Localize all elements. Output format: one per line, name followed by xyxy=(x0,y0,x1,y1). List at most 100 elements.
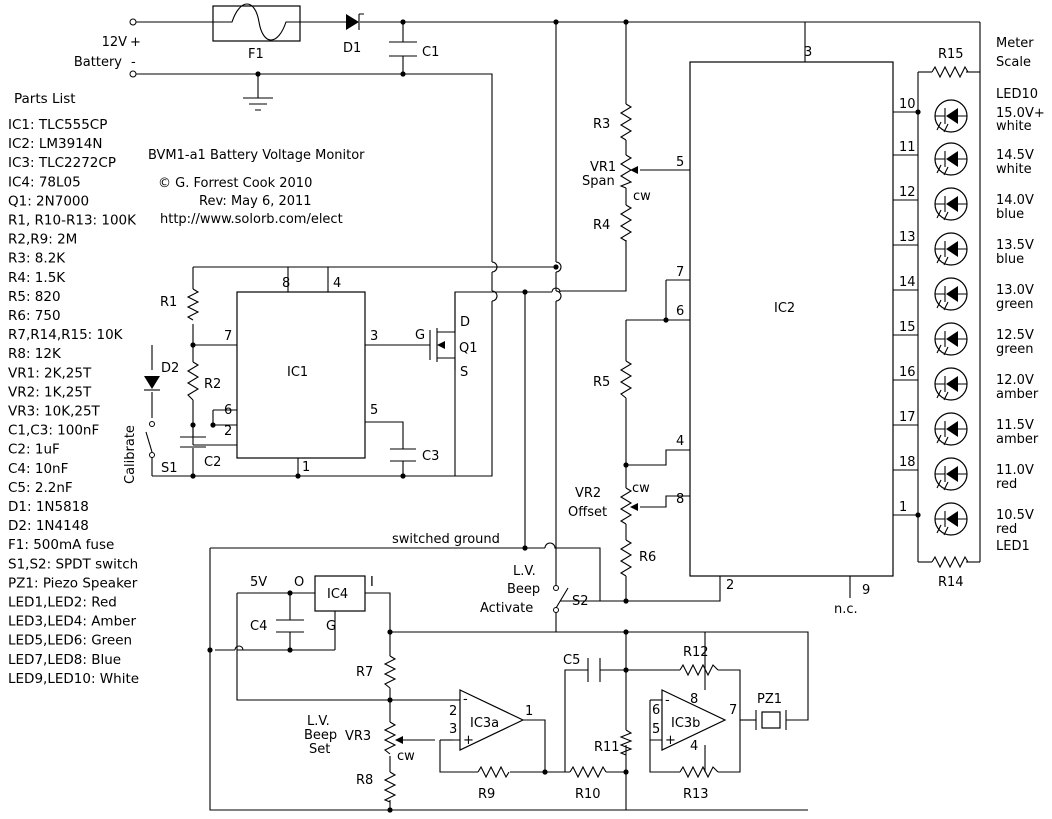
led-6 xyxy=(934,277,968,311)
meter-header: Meter xyxy=(996,36,1034,51)
ground-symbol xyxy=(243,97,273,111)
title-block: BVM1-a1 Battery Voltage Monitor © G. For… xyxy=(148,148,365,227)
label: cw xyxy=(397,749,415,764)
led-bottom-label: LED1 xyxy=(996,539,1030,554)
battery-voltage: 12V xyxy=(102,35,128,50)
label: IC3b xyxy=(671,716,700,731)
label: 5 xyxy=(652,722,660,737)
led-voltage: 14.5V xyxy=(996,148,1034,163)
switch-S2[interactable]: S2 L.V. Beep Activate xyxy=(480,564,589,616)
led-1 xyxy=(934,502,968,536)
label: R8 xyxy=(356,773,373,788)
label: G xyxy=(326,619,336,634)
label: R4 xyxy=(593,218,610,233)
label: 4 xyxy=(333,276,341,291)
label: R6 xyxy=(639,550,656,565)
label-switched-ground: switched ground xyxy=(392,532,500,547)
switch-S1[interactable]: S1 Calibrate xyxy=(123,421,178,485)
meter-header-2: Scale xyxy=(996,55,1031,70)
parts-list-item: LED3,LED4: Amber xyxy=(8,614,136,630)
parts-list-item: LED7,LED8: Blue xyxy=(8,652,121,668)
fuse-F1: F1 xyxy=(212,3,301,62)
ic2-pin-label: 17 xyxy=(899,410,916,425)
parts-list-item: R3: 8.2K xyxy=(8,251,66,267)
ic2-pin-label: 15 xyxy=(899,320,916,335)
label: S1 xyxy=(161,461,178,476)
label: IC4 xyxy=(327,587,348,602)
ic-IC2: IC2 3 5 7 6 4 8 2 9 n.c. 101112131415161… xyxy=(676,45,916,617)
label: http://www.solorb.com/elect xyxy=(160,212,343,227)
label: 5 xyxy=(676,155,684,170)
label: 3 xyxy=(449,722,457,737)
capacitor-C2 xyxy=(180,436,206,448)
trimpot-VR3[interactable]: VR3 cw L.V. Beep Set xyxy=(304,714,415,764)
battery-name: Battery xyxy=(74,55,122,70)
ic2-pin-label: 12 xyxy=(899,185,916,200)
led-2 xyxy=(934,457,968,491)
label-C3: C3 xyxy=(422,449,439,464)
resistor-R3: R3 xyxy=(593,103,633,141)
diode-D2: D2 xyxy=(144,361,179,391)
led-meter: Meter Scale LED10 LED1 15.0V+white14.5Vw… xyxy=(934,36,1045,554)
parts-list-item: PZ1: Piezo Speaker xyxy=(8,575,138,591)
trimpot-VR1[interactable]: VR1 Span cw xyxy=(582,154,651,204)
wires xyxy=(133,21,981,811)
led-color: red xyxy=(996,477,1017,492)
led-voltage: 13.5V xyxy=(996,238,1034,253)
parts-list-item: R6: 750 xyxy=(8,308,61,324)
capacitor-C3 xyxy=(390,448,416,462)
resistor-R9: R9 xyxy=(477,765,510,802)
opamp-IC3a: IC3a - + 2 3 1 xyxy=(449,689,533,751)
mosfet-Q1: G D Q1 S xyxy=(415,292,478,380)
parts-list-item: IC2: LM3914N xyxy=(8,136,102,152)
label-calibrate: Calibrate xyxy=(123,425,138,484)
wire-crossovers xyxy=(234,261,562,651)
label: 1 xyxy=(302,460,310,475)
parts-list-item: R1, R10-R13: 100K xyxy=(8,213,137,229)
resistor-R15: R15 xyxy=(931,47,969,79)
parts-list-item: C5: 2.2nF xyxy=(8,480,73,496)
label: I xyxy=(370,575,374,590)
label: 2 xyxy=(449,704,457,719)
label: Beep xyxy=(304,728,337,743)
label: BVM1-a1 Battery Voltage Monitor xyxy=(148,148,365,163)
label: R3 xyxy=(593,117,610,132)
capacitor-C4 xyxy=(276,619,304,633)
label: G xyxy=(415,328,425,343)
led-voltage: 11.5V xyxy=(996,418,1034,433)
led-color: amber xyxy=(996,387,1039,402)
resistor-R11: R11 xyxy=(594,729,633,756)
label: R14 xyxy=(938,575,964,590)
label: R11 xyxy=(594,740,620,755)
opamp-IC3b: IC3b - + 6 5 7 8 4 xyxy=(652,689,737,754)
led-8 xyxy=(934,187,968,221)
label: R9 xyxy=(478,787,495,802)
label-C5: C5 xyxy=(563,653,580,668)
parts-list-item: R2,R9: 2M xyxy=(8,232,77,248)
trimpot-VR2[interactable]: cw VR2 Offset xyxy=(568,481,650,525)
led-color: green xyxy=(996,297,1034,312)
led-9 xyxy=(934,142,968,176)
label: + xyxy=(665,733,676,748)
led-color: blue xyxy=(996,252,1024,267)
parts-list-item: R8: 12K xyxy=(8,346,62,362)
label: - xyxy=(665,693,670,708)
led-voltage: 10.5V xyxy=(996,508,1034,523)
label: O xyxy=(294,575,304,590)
diode-D1: D1 xyxy=(343,13,364,56)
led-voltage: 12.0V xyxy=(996,373,1034,388)
label: R10 xyxy=(575,787,601,802)
label: VR3 xyxy=(345,729,371,744)
label: R5 xyxy=(593,375,610,390)
led-top-label: LED10 xyxy=(996,87,1038,102)
label: 7 xyxy=(729,703,737,718)
label: 5V xyxy=(250,575,267,590)
parts-list-item: C4: 10nF xyxy=(8,461,68,477)
resistor-R6: R6 xyxy=(619,539,656,577)
label: D xyxy=(460,315,470,330)
parts-list-item: C2: 1uF xyxy=(8,442,60,458)
label: - xyxy=(463,692,468,707)
parts-list-item: VR3: 10K,25T xyxy=(8,404,101,420)
battery-plus: + xyxy=(130,35,141,50)
